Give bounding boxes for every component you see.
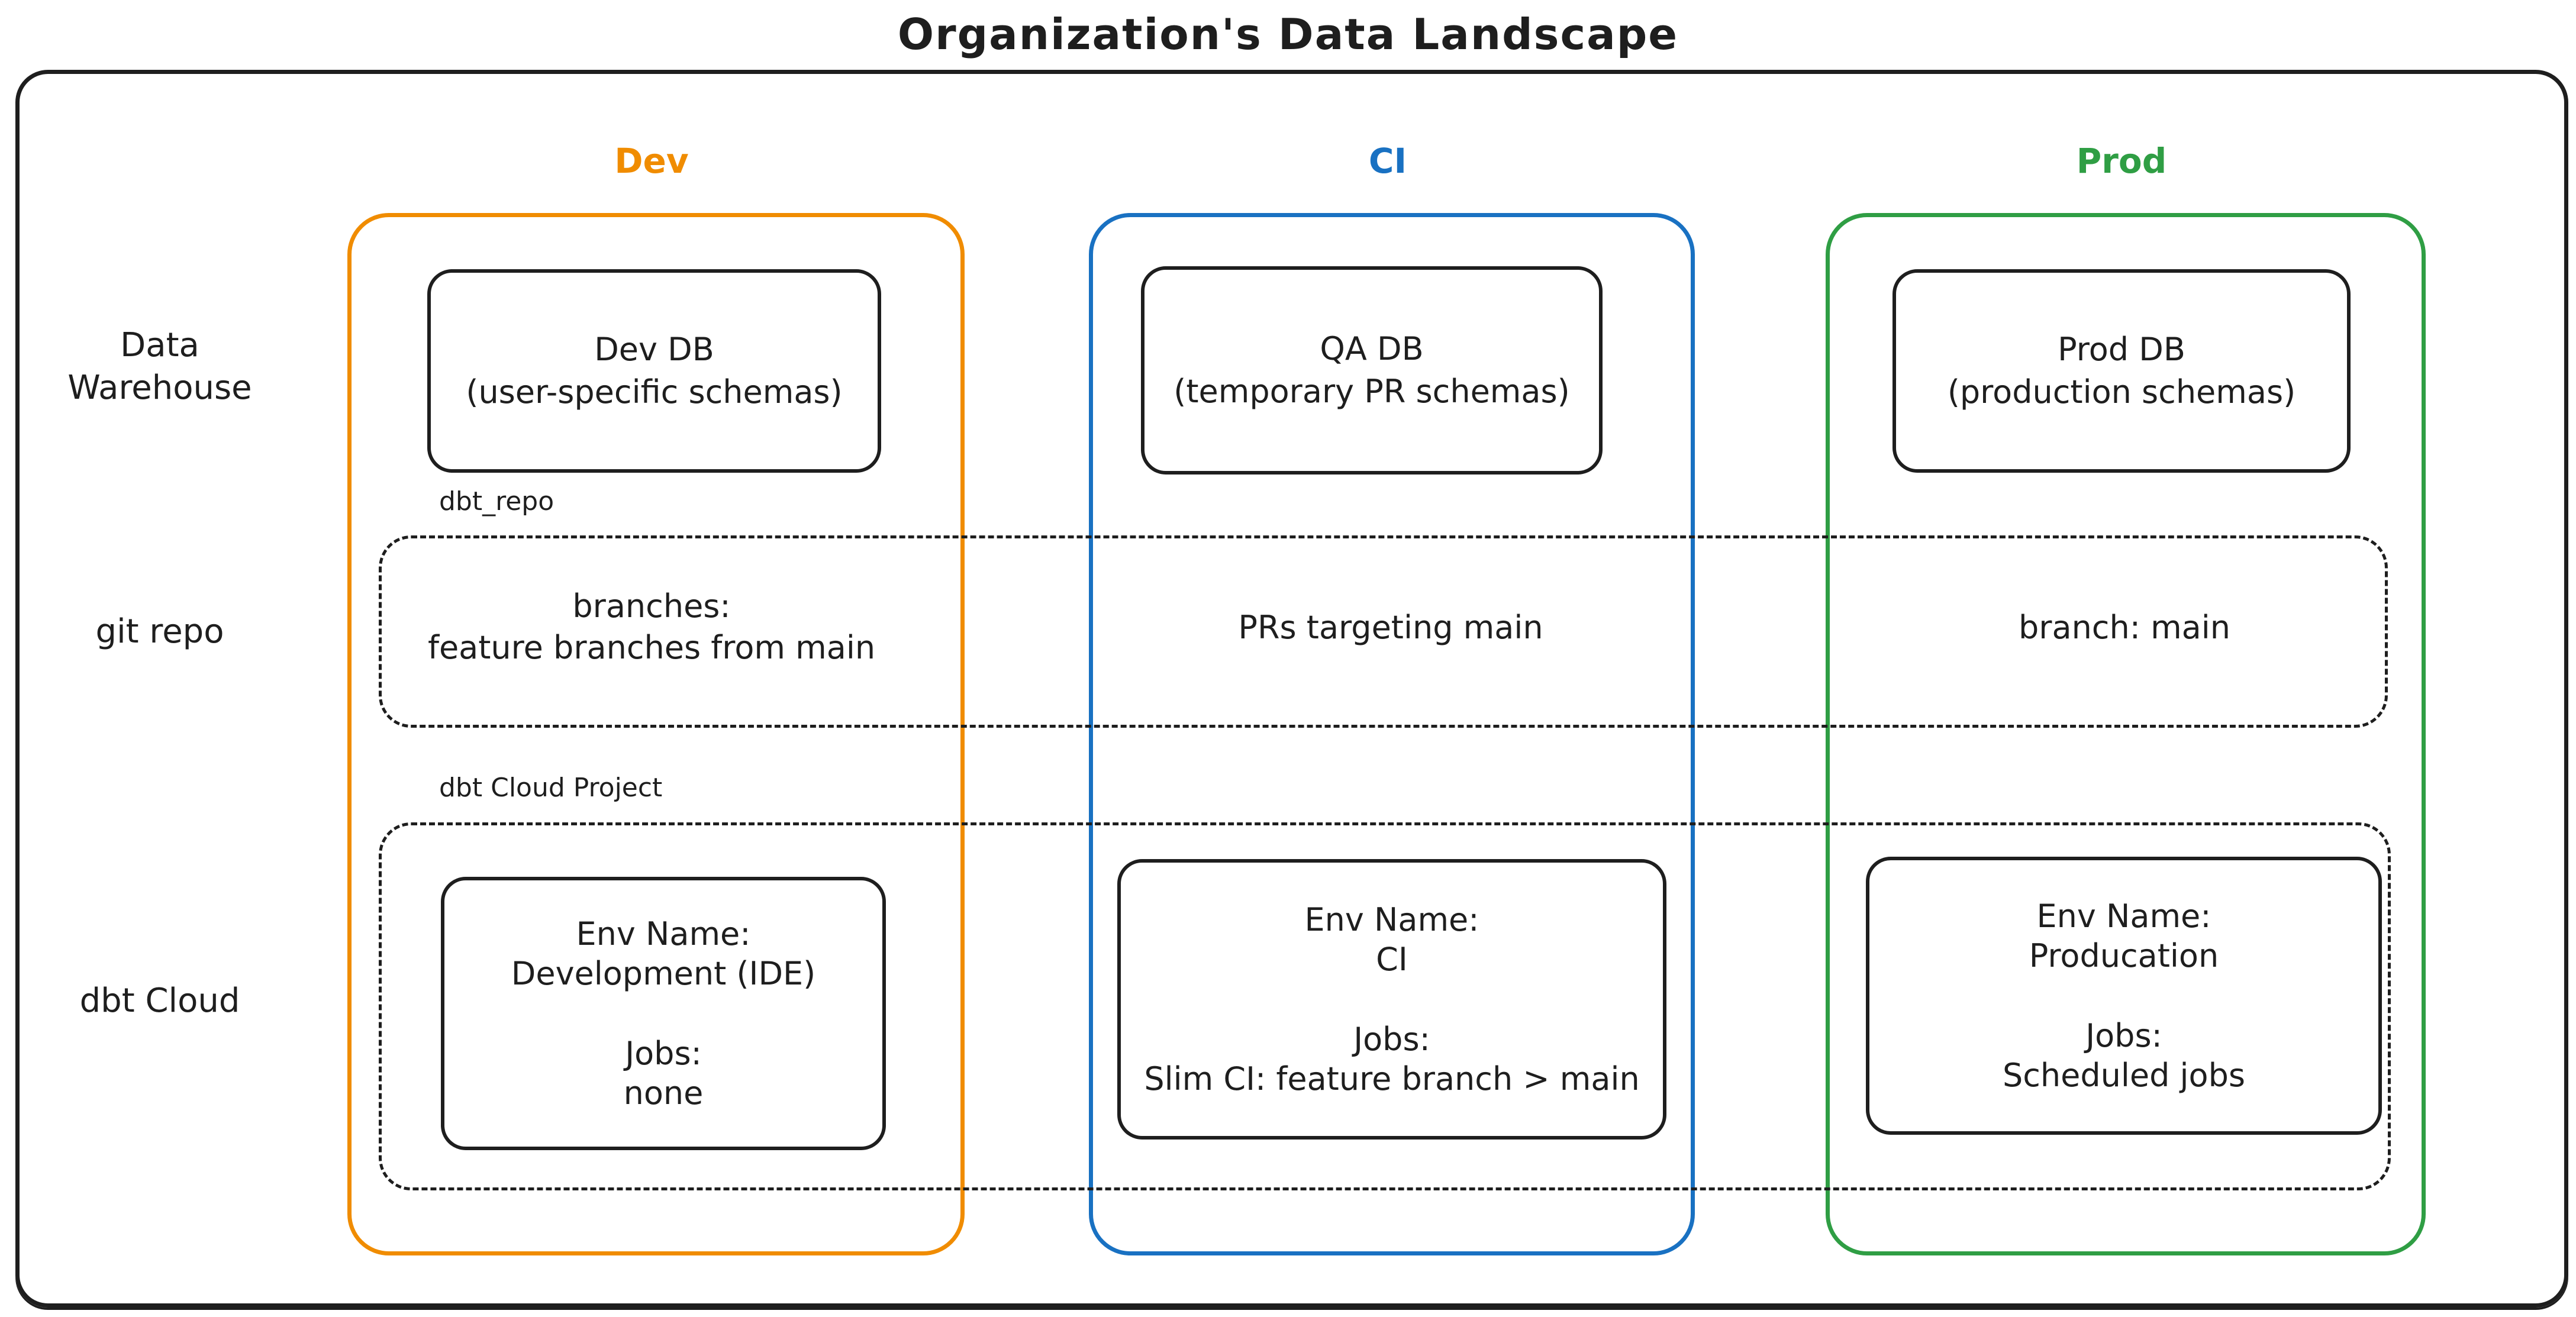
row-label-git-repo: git repo [95, 612, 224, 651]
column-label-prod: Prod [2076, 141, 2167, 181]
dev-env-value: Development (IDE) [511, 955, 816, 992]
prod-column-frame [1826, 213, 2426, 1255]
dev-env-label: Env Name: [576, 915, 751, 953]
git-repo-dev-text: branches: feature branches from main [379, 586, 924, 669]
git-repo-ci-text: PRs targeting main [1238, 609, 1543, 646]
diagram-title: Organization's Data Landscape [897, 9, 1679, 59]
prod-db-title: Prod DB [2058, 331, 2185, 368]
column-label-dev: Dev [614, 141, 689, 181]
prod-jobs-label: Jobs: [2085, 1017, 2162, 1054]
dbt-cloud-ci-env-box: Env Name: CI Jobs: Slim CI: feature bran… [1117, 859, 1666, 1140]
ci-env-label: Env Name: [1304, 901, 1479, 938]
dbt-cloud-prod-env-box: Env Name: Producation Jobs: Scheduled jo… [1866, 857, 2382, 1135]
git-repo-prod-text: branch: main [2019, 609, 2230, 646]
qa-db-title: QA DB [1320, 330, 1424, 367]
outer-frame [15, 70, 2568, 1308]
dev-jobs-value: none [623, 1074, 704, 1112]
dbt-cloud-dev-env-box: Env Name: Development (IDE) Jobs: none [441, 877, 886, 1150]
ci-jobs-value: Slim CI: feature branch > main [1144, 1060, 1640, 1098]
dev-column-frame [347, 213, 965, 1255]
qa-db-subtitle: (temporary PR schemas) [1173, 373, 1570, 410]
row-label-data-warehouse: Data Warehouse [67, 326, 252, 407]
column-label-ci: CI [1368, 141, 1407, 181]
ci-env-value: CI [1376, 941, 1408, 978]
dev-db-title: Dev DB [594, 331, 714, 368]
dbt-cloud-project-label: dbt Cloud Project [439, 773, 663, 803]
prod-db-subtitle: (production schemas) [1947, 373, 2296, 411]
row-label-dbt-cloud: dbt Cloud [79, 982, 240, 1020]
git-repo-dev-line1: branches: [572, 588, 731, 625]
ci-column-frame [1089, 213, 1695, 1255]
prod-db-box: Prod DB (production schemas) [1892, 269, 2351, 473]
dev-db-subtitle: (user-specific schemas) [466, 373, 843, 411]
dbt-repo-label: dbt_repo [439, 486, 554, 517]
git-repo-dev-line2: feature branches from main [427, 629, 876, 666]
prod-env-value: Producation [2029, 937, 2219, 974]
dev-jobs-label: Jobs: [625, 1035, 702, 1072]
qa-db-box: QA DB (temporary PR schemas) [1141, 266, 1603, 474]
dev-db-box: Dev DB (user-specific schemas) [427, 269, 881, 473]
dbt-repo-container [379, 535, 2388, 728]
prod-jobs-value: Scheduled jobs [2002, 1057, 2246, 1094]
ci-jobs-label: Jobs: [1353, 1021, 1430, 1058]
dbt-cloud-project-container [379, 822, 2391, 1190]
prod-env-label: Env Name: [2036, 898, 2211, 935]
